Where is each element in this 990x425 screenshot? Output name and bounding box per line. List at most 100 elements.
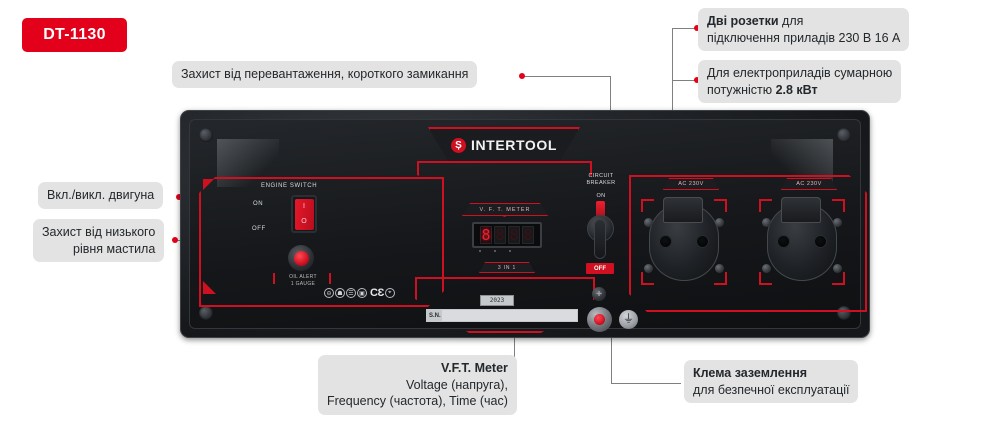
callout-power-line2-pre: потужністю bbox=[707, 82, 776, 97]
engine-switch-rocker[interactable]: I O bbox=[291, 195, 317, 233]
callout-vft-meter: V.F.T. Meter Voltage (напруга), Frequenc… bbox=[318, 355, 517, 415]
zone-left-corner-triangle-bottom bbox=[203, 281, 216, 294]
ground-terminal-bolt[interactable] bbox=[587, 307, 612, 332]
socket-2-bracket-tl bbox=[759, 199, 772, 212]
callout-ground-terminal: Клема заземлення для безпечної експлуата… bbox=[684, 360, 859, 403]
socket-1-screw-tl bbox=[644, 218, 653, 227]
ac-socket-2[interactable] bbox=[759, 197, 845, 285]
oil-alert-indicator[interactable] bbox=[288, 245, 314, 271]
circuit-breaker-off-label: OFF bbox=[586, 263, 614, 274]
vft-digit-3: 8 bbox=[508, 226, 520, 244]
callout-overload-text: Захист від перевантаження, короткого зам… bbox=[181, 67, 469, 81]
certification-icon-row: ⊖ ☗ ☰ ▣ CƐ ⌖ bbox=[324, 287, 395, 299]
warning-icon-4: ▣ bbox=[357, 288, 367, 298]
callout-total-power: Для електроприладів сумарною потужністю … bbox=[698, 60, 902, 103]
oil-alert-lamp-icon bbox=[293, 250, 309, 266]
circuit-breaker-lever[interactable] bbox=[594, 219, 606, 259]
vft-digit-2: 8 bbox=[494, 226, 506, 244]
panel-screw-top-right bbox=[837, 128, 851, 142]
panel-screw-bottom-right bbox=[837, 306, 851, 320]
callout-two-sockets: Дві розетки для підключення приладів 230… bbox=[698, 8, 910, 51]
oil-alert-label-group: OIL ALERT 1 GAUGE bbox=[277, 274, 329, 287]
socket-2-screw-bl bbox=[762, 264, 771, 273]
brand-name: INTERTOOL bbox=[470, 137, 558, 153]
oil-alert-bracket-right bbox=[329, 273, 331, 284]
ce-mark-icon: CƐ bbox=[370, 287, 384, 299]
callout-ground-line2: для безпечної експлуатації bbox=[693, 382, 850, 397]
leader-dot-sockets bbox=[694, 25, 700, 31]
socket-2-screw-br bbox=[833, 264, 842, 273]
socket-1-bracket-bl bbox=[641, 272, 654, 285]
circuit-breaker-stem bbox=[596, 201, 605, 219]
callout-sockets-bold: Дві розетки bbox=[707, 14, 779, 28]
circuit-breaker-title-line2: BREAKER bbox=[586, 180, 616, 187]
leader-line-overload-h bbox=[523, 76, 610, 77]
socket-2-screw-tl bbox=[762, 218, 771, 227]
leader-line-ground-h bbox=[611, 383, 681, 384]
socket-1-bracket-tl bbox=[641, 199, 654, 212]
callout-vft-title: V.F.T. Meter bbox=[440, 361, 508, 375]
oil-alert-bracket-left bbox=[273, 273, 275, 284]
serial-number-label: S.N. bbox=[429, 312, 441, 319]
vft-three-in-one-tag: 3 IN 1 bbox=[479, 262, 535, 273]
ground-terminal-cap-icon bbox=[594, 314, 605, 325]
vft-meter-display[interactable]: 8 8 8 8 bbox=[472, 222, 542, 248]
socket-1-cover-lid[interactable] bbox=[663, 197, 703, 223]
circuit-breaker-title: CIRCUIT BREAKER bbox=[579, 173, 623, 188]
socket-2-bracket-br bbox=[832, 272, 845, 285]
callout-ground-title: Клема заземлення bbox=[693, 366, 808, 380]
earth-ground-symbol-icon: ⏚ bbox=[619, 310, 638, 329]
socket-2-screw-tr bbox=[833, 218, 842, 227]
serial-number-field bbox=[441, 310, 577, 321]
oil-alert-title: OIL ALERT bbox=[289, 274, 317, 280]
leader-dot-oil bbox=[172, 237, 178, 243]
panel-screw-bottom-left bbox=[199, 306, 213, 320]
callout-overload-protection: Захист від перевантаження, короткого зам… bbox=[172, 61, 478, 88]
vft-meter-tag: V. F. T. METER bbox=[462, 203, 548, 216]
vft-digit-4: 8 bbox=[522, 226, 534, 244]
rocker-off-glyph: O bbox=[301, 218, 307, 226]
socket-2-bracket-bl bbox=[759, 272, 772, 285]
engine-switch-on-label: ON bbox=[253, 201, 264, 207]
socket-1-pin-hole-right bbox=[696, 235, 709, 248]
callout-power-value: 2.8 кВт bbox=[775, 82, 818, 97]
leader-dot-overload bbox=[519, 73, 525, 79]
socket-1-screw-br bbox=[715, 264, 724, 273]
generator-control-panel: Ș INTERTOOL ENGINE SWITCH ON OFF I O OIL… bbox=[180, 110, 870, 338]
socket-2-cover-lid[interactable] bbox=[781, 197, 821, 223]
leader-dot-engine bbox=[176, 194, 182, 200]
engine-switch-title: ENGINE SWITCH bbox=[261, 183, 318, 189]
engine-switch-off-label: OFF bbox=[252, 226, 266, 232]
callout-vft-line3: Frequency (частота), Time (час) bbox=[327, 394, 508, 408]
vft-mode-dot-3 bbox=[509, 250, 511, 252]
ac-socket-1[interactable] bbox=[641, 197, 727, 285]
rocker-on-glyph: I bbox=[303, 202, 305, 210]
callout-oil-line1: Захист від низького bbox=[42, 225, 156, 239]
socket-2-label: AC 230V bbox=[781, 178, 837, 190]
panel-bolt-icon: ✚ bbox=[592, 287, 606, 301]
socket-1-screw-tr bbox=[715, 218, 724, 227]
leader-line-power-h bbox=[672, 80, 698, 81]
engine-switch-rocker-face[interactable]: I O bbox=[294, 198, 314, 230]
zone-left-corner-triangle-top bbox=[203, 179, 214, 190]
callout-oil-protection: Захист від низького рівня мастила bbox=[33, 219, 165, 262]
left-control-zone-outline bbox=[199, 177, 444, 307]
vft-mode-dot-1 bbox=[479, 250, 481, 252]
callout-oil-line2: рівня мастила bbox=[73, 241, 156, 256]
oil-alert-sub: 1 GAUGE bbox=[290, 280, 316, 287]
model-badge-label: DT-1130 bbox=[43, 26, 106, 43]
socket-2-pin-hole-left bbox=[777, 235, 790, 248]
brand-plate: Ș INTERTOOL bbox=[428, 127, 580, 163]
callout-engine-text: Вкл./викл. двигуна bbox=[47, 188, 155, 202]
circuit-breaker-on-label: ON bbox=[596, 193, 606, 199]
socket-1-label: AC 230V bbox=[663, 178, 719, 190]
leader-dot-power bbox=[694, 77, 700, 83]
vft-mode-dots bbox=[479, 250, 511, 252]
socket-1-bracket-br bbox=[714, 272, 727, 285]
panel-screw-top-left bbox=[199, 128, 213, 142]
vft-digit-1: 8 bbox=[480, 226, 492, 244]
serial-number-plate: S.N. bbox=[426, 309, 578, 322]
callout-sockets-line2: підключення приладів 230 В 16 А bbox=[707, 30, 901, 45]
warning-icon-3: ☰ bbox=[346, 288, 356, 298]
socket-2-pin-hole-right bbox=[814, 235, 827, 248]
